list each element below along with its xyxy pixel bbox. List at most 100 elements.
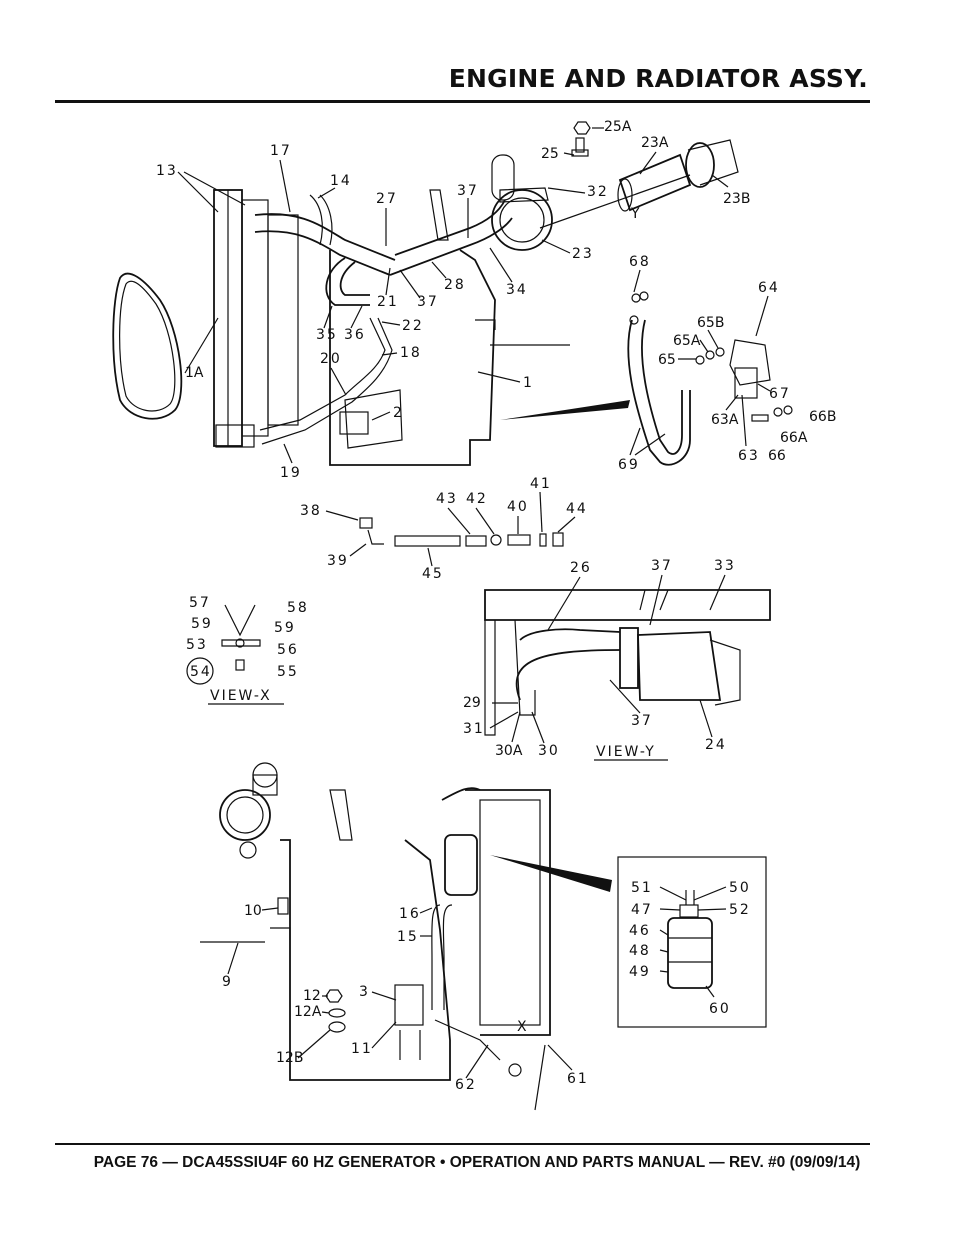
callout: 62 (455, 1077, 477, 1093)
callout: 58 (287, 600, 309, 616)
callout: 65A (673, 333, 701, 349)
callout: 30 (538, 743, 560, 759)
callout: 37 (651, 558, 673, 574)
callout: 19 (280, 465, 302, 481)
callout: 32 (587, 184, 609, 200)
oil-filter-remote (627, 291, 793, 466)
upper-hoses (254, 194, 513, 445)
callout: 10 (244, 903, 262, 919)
precleaner-parts (539, 121, 739, 229)
callout: 50 (729, 880, 751, 896)
callout: 25 (541, 146, 559, 162)
callout: 25A (604, 119, 632, 135)
callout: 37 (417, 294, 439, 310)
callout: 16 (399, 906, 421, 922)
callout: 66A (780, 430, 808, 446)
callout: 34 (506, 282, 528, 298)
callout: 38 (300, 503, 322, 519)
callout: 11 (351, 1041, 373, 1057)
callout: 63A (711, 412, 739, 428)
callout: 37 (631, 713, 653, 729)
view-y-marker: Y (630, 206, 640, 222)
callout: 48 (629, 943, 651, 959)
callout: 49 (629, 964, 651, 980)
callout: 57 (189, 595, 211, 611)
callout: 28 (444, 277, 466, 293)
callout: 60 (709, 1001, 731, 1017)
callout: 68 (629, 254, 651, 270)
radiator-bottom (431, 787, 612, 1111)
callout: 43 (436, 491, 458, 507)
callout: 44 (566, 501, 588, 517)
callout: 46 (629, 923, 651, 939)
callout: 64 (758, 280, 780, 296)
footer-rule (55, 1143, 870, 1145)
callout: 52 (729, 902, 751, 918)
callout: 42 (466, 491, 488, 507)
fan-belt (112, 272, 183, 420)
callout: 45 (422, 566, 444, 582)
callout: 61 (567, 1071, 589, 1087)
callout: 54 (190, 664, 212, 680)
callout: 2 (393, 405, 402, 421)
view-x-marker: X (517, 1019, 527, 1035)
radiator-top (213, 189, 299, 448)
callout: 67 (769, 386, 791, 402)
callout: 56 (277, 642, 299, 658)
callout: 24 (705, 737, 727, 753)
callout: 36 (344, 327, 366, 343)
callout: 51 (631, 880, 653, 896)
callout: 27 (376, 191, 398, 207)
view-y-drawing (484, 589, 771, 761)
callout: 9 (222, 974, 231, 990)
callout: 12 (303, 988, 321, 1004)
callout: 18 (400, 345, 422, 361)
callout: 53 (186, 637, 208, 653)
callout: 59 (274, 620, 296, 636)
page-footer: PAGE 76 — DCA45SSIU4F 60 HZ GENERATOR • … (93, 1154, 861, 1171)
callout: 23B (723, 191, 750, 207)
callout: 29 (463, 695, 481, 711)
engine-block-top (329, 189, 630, 466)
air-cleaner-top (491, 154, 553, 251)
callout: 13 (156, 163, 178, 179)
callout: 20 (320, 351, 342, 367)
callout: 40 (507, 499, 529, 515)
callout: 17 (270, 143, 292, 159)
callout: 22 (402, 318, 424, 334)
callout: 39 (327, 553, 349, 569)
callout: 12A (294, 1004, 322, 1020)
callout: 37 (457, 183, 479, 199)
callout: 14 (330, 173, 352, 189)
page-title: ENGINE AND RADIATOR ASSY. (448, 64, 868, 93)
callout: 59 (191, 616, 213, 632)
callout: 3 (359, 984, 370, 1000)
callout: 12B (276, 1050, 303, 1066)
callout: 23A (641, 135, 669, 151)
callout: 21 (377, 294, 399, 310)
view-x-label: VIEW-X (210, 688, 272, 704)
callout: 26 (570, 560, 592, 576)
view-x-drawing (186, 604, 284, 705)
view-y-label: VIEW-Y (596, 744, 656, 760)
callout: 65 (658, 352, 676, 368)
header-rule (55, 100, 870, 103)
engine-bottom (200, 762, 451, 1081)
callout: 41 (530, 476, 552, 492)
callout: 15 (397, 929, 419, 945)
callout: 23 (572, 246, 594, 262)
drain-line (359, 517, 564, 547)
callout: 69 (618, 457, 640, 473)
callout: 66 (768, 448, 786, 464)
callout: 55 (277, 664, 299, 680)
callout: 1 (523, 375, 532, 391)
reservoir-detail (617, 856, 767, 1028)
callout: 35 (316, 327, 338, 343)
callout: 65B (697, 315, 724, 331)
callout: 1A (185, 365, 204, 381)
callout: 63 (738, 448, 760, 464)
leader-lines (177, 127, 771, 1079)
callout: 66B (809, 409, 836, 425)
callout-labels: 13 17 14 27 37 32 25A 25 23A 23B 23 34 2… (156, 119, 836, 1093)
